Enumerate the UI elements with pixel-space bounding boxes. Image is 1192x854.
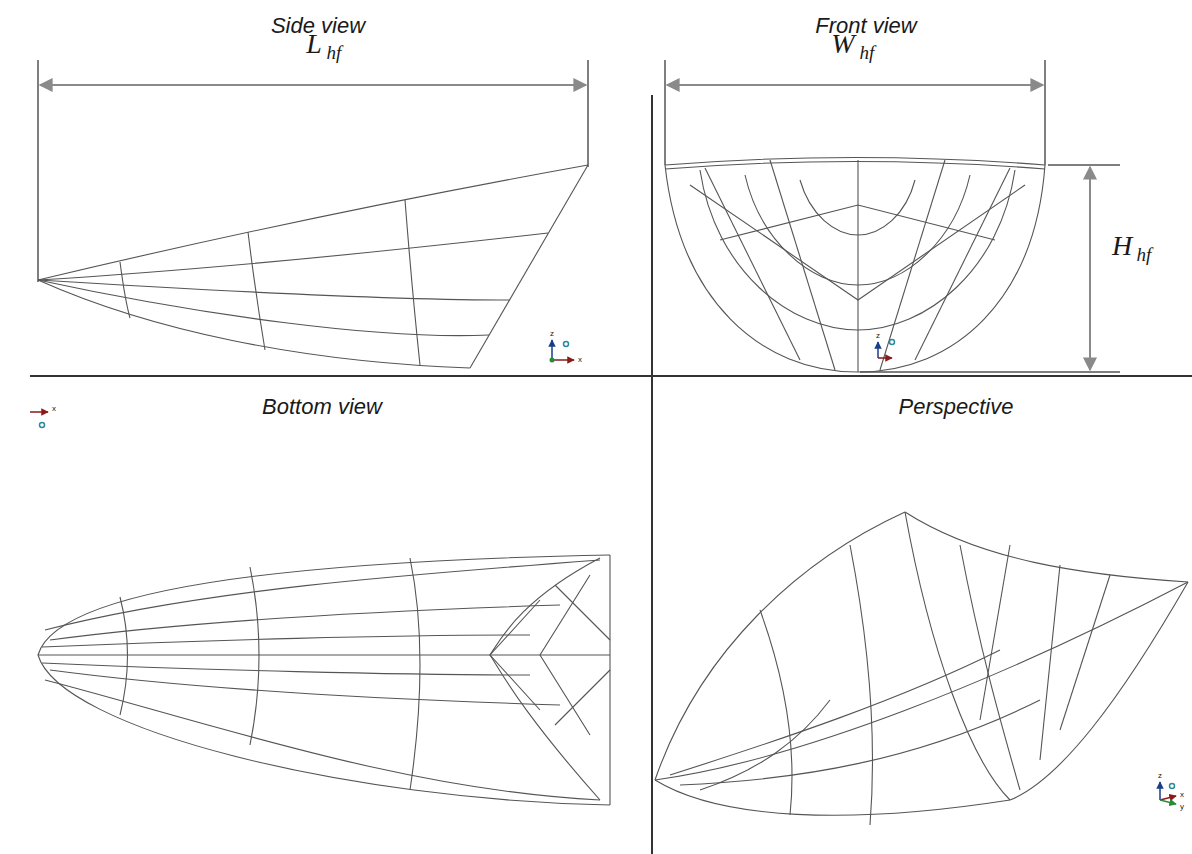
axis-letter: x [1180, 791, 1184, 799]
axis-letter: y [1180, 803, 1184, 811]
panel-title: Front view [815, 15, 916, 37]
axis-letter: x [578, 356, 582, 364]
axis-triad [1160, 782, 1176, 804]
front-view-hull [665, 158, 1045, 373]
axis-letter: x [52, 405, 56, 413]
axis-letter: z [550, 330, 554, 338]
panel-title: Perspective [899, 396, 1014, 418]
dimension-symbol: W [831, 30, 854, 58]
perspective-hull [655, 512, 1188, 825]
axis-triad [30, 412, 48, 428]
bottom-view-hull [38, 555, 610, 805]
axis-letter: z [1158, 772, 1162, 780]
dimension-subscript: hf [327, 43, 342, 62]
dimension-symbol: L [306, 30, 322, 58]
dimension-subscript: hf [860, 43, 875, 62]
side-view-hull [38, 165, 588, 368]
panel-divider [30, 95, 1192, 854]
dimension-subscript: hf [1137, 245, 1152, 264]
dimension-lines [38, 60, 1120, 372]
axis-letter: z [876, 332, 880, 340]
axis-triad [550, 340, 575, 363]
axis-triad [878, 340, 895, 359]
panel-title: Bottom view [262, 396, 382, 418]
dimension-symbol: H [1112, 232, 1132, 260]
